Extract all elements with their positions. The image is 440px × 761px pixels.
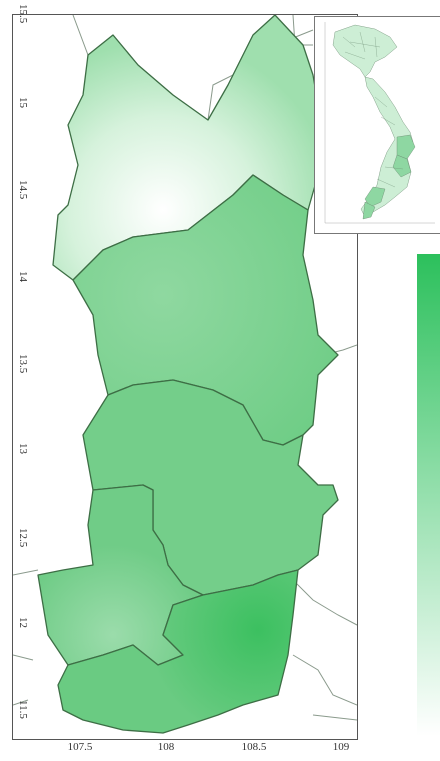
colorbar — [417, 254, 440, 736]
lat-label-11-5: 11.5 — [17, 700, 29, 719]
lat-label-14-5: 14.5 — [17, 180, 29, 200]
lat-label-13-5: 13.5 — [17, 354, 29, 374]
map-canvas — [13, 15, 357, 734]
province-south — [57, 569, 299, 734]
lon-label-107-5: 107.5 — [67, 741, 93, 753]
province-regions — [37, 15, 339, 734]
lat-label-13: 13 — [17, 443, 29, 454]
lon-label-108-5: 108.5 — [241, 741, 267, 753]
lat-label-12-5: 12.5 — [17, 528, 29, 548]
vietnam-overview-map-icon — [324, 22, 435, 224]
main-map — [12, 14, 358, 740]
lat-label-12: 12 — [17, 617, 29, 628]
lat-label-15: 15 — [17, 97, 29, 108]
lat-label-15-5: 15.5 — [17, 4, 29, 24]
lon-label-108: 108 — [157, 741, 175, 753]
lon-label-109: 109 — [332, 741, 350, 753]
inset-overview-map — [314, 16, 440, 234]
lat-label-14: 14 — [17, 271, 29, 282]
